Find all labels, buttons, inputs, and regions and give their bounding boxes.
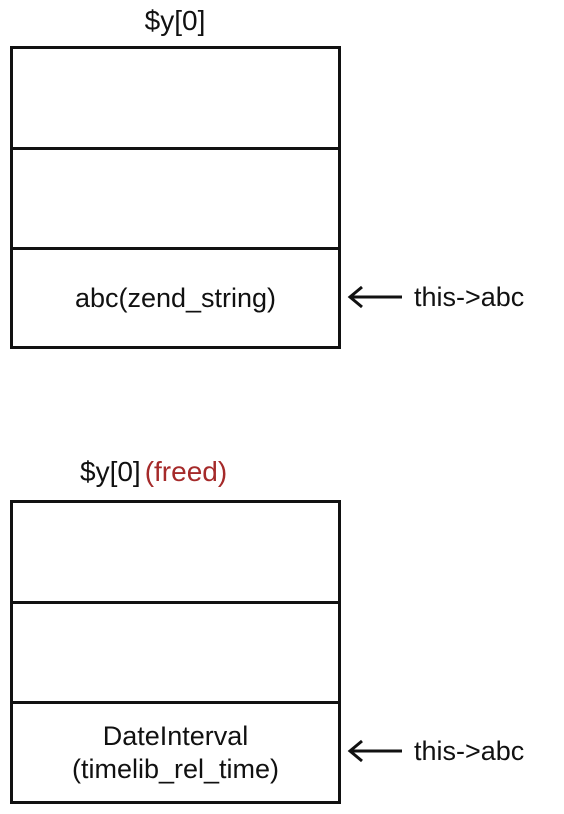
- memory-cell-zend-string: abc(zend_string): [74, 282, 277, 313]
- before-title: $y[0]: [144, 5, 206, 36]
- memory-cell-empty: [13, 503, 338, 604]
- after-title: $y[0](freed): [80, 455, 227, 489]
- left-arrow-icon: [347, 739, 402, 763]
- memory-block-before: abc(zend_string): [10, 46, 341, 349]
- cell-line-date-interval: DateInterval: [102, 720, 249, 751]
- memory-cell-empty: [13, 150, 338, 250]
- left-arrow-icon: [347, 285, 402, 309]
- memory-block-after: DateInterval (timelib_rel_time): [10, 500, 341, 804]
- memory-cell-empty: [13, 604, 338, 704]
- pointer-label: this->abc: [414, 736, 525, 766]
- pointer-before: this->abc: [346, 282, 524, 312]
- pointer-label: this->abc: [414, 282, 525, 312]
- after-title-text: $y[0]: [80, 456, 141, 487]
- memory-cell-empty: [13, 49, 338, 150]
- freed-label: (freed): [144, 456, 228, 487]
- memory-cell-date-interval: DateInterval (timelib_rel_time): [13, 704, 338, 801]
- cell-line-timelib-rel-time: (timelib_rel_time): [71, 753, 280, 784]
- pointer-after: this->abc: [346, 736, 524, 766]
